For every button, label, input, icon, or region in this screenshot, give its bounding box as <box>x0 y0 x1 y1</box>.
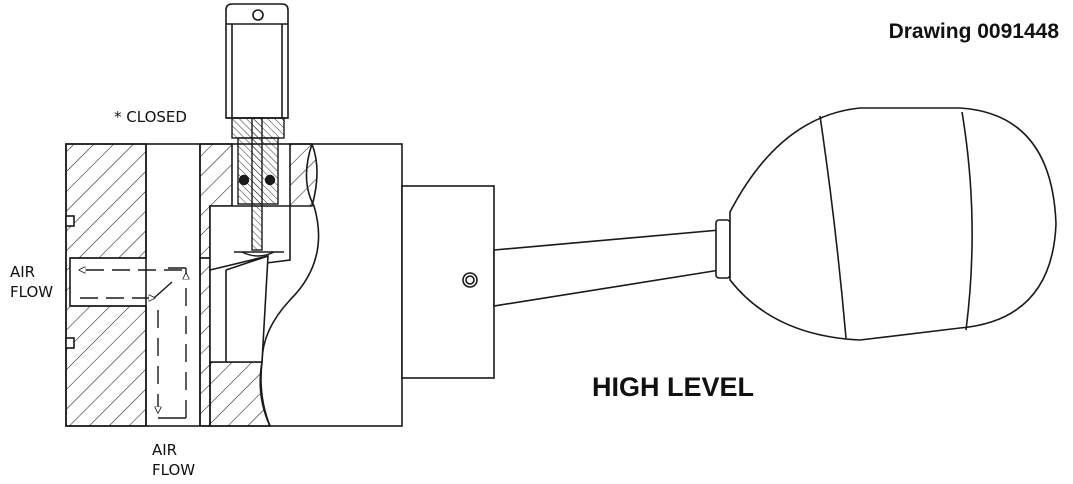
air-flow-bottom-label: AIR FLOW <box>152 440 195 480</box>
air-flow-bottom-line-1: AIR <box>152 441 178 459</box>
float-ball <box>729 107 1057 341</box>
air-flow-left-line-2: FLOW <box>10 283 54 301</box>
plunger-housing <box>225 3 289 119</box>
valve-stem <box>231 117 285 257</box>
valve-body <box>65 143 403 427</box>
air-flow-left-label: AIR FLOW <box>10 262 53 302</box>
air-flow-left-line-1: AIR <box>10 263 36 281</box>
air-flow-arrows <box>80 268 186 419</box>
level-label: HIGH LEVEL <box>592 372 755 402</box>
connector-collar <box>401 185 495 379</box>
valve-state-label: * CLOSED <box>114 108 187 126</box>
drawing-title: Drawing 0091448 <box>888 20 1059 43</box>
air-flow-bottom-line-2: FLOW <box>152 461 196 479</box>
float-arm <box>493 219 731 307</box>
